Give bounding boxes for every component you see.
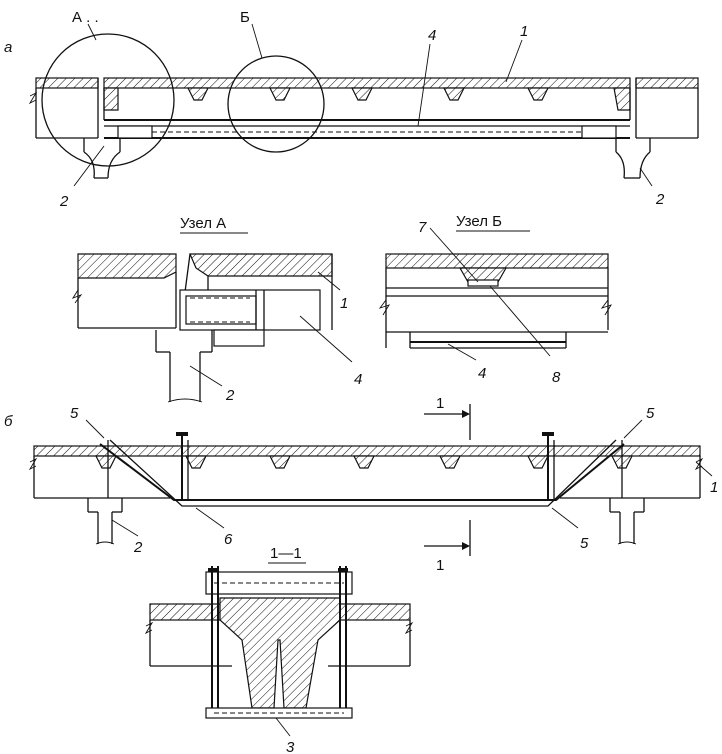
slab-main (103, 77, 631, 89)
column-left-b (87, 498, 123, 545)
node-a-circle (41, 33, 175, 167)
callout-1-a: 1 (520, 23, 528, 40)
callout-4-node-b: 4 (478, 365, 486, 382)
callout-4-node-a: 4 (354, 371, 362, 388)
section-1-1: 1—1 3 (144, 545, 414, 754)
callout-7: 7 (418, 219, 427, 236)
view-a: а (4, 9, 699, 210)
node-b-title: Узел Б (456, 213, 502, 230)
callout-2-a-left: 2 (59, 193, 69, 210)
callout-5-left: 5 (70, 405, 79, 422)
part-b-label: б (4, 413, 13, 430)
node-a-detail: Узел А 1 4 2 (71, 215, 362, 404)
column-right-b (609, 498, 645, 545)
slab-ribs (103, 87, 631, 111)
view-b: б (4, 395, 718, 574)
column-right (615, 138, 651, 179)
section-mark-top: 1 (436, 395, 444, 412)
callout-1-b: 1 (710, 479, 718, 496)
callout-3: 3 (286, 739, 295, 754)
section-title: 1—1 (270, 545, 302, 562)
part-a-label: а (4, 39, 12, 56)
node-a-marker: А . . (72, 9, 99, 26)
node-b-circle (227, 55, 325, 153)
callout-2-a-right: 2 (655, 191, 665, 208)
section-mark-bottom: 1 (436, 557, 444, 574)
slab-right (635, 77, 699, 89)
callout-5-bottom: 5 (580, 535, 589, 552)
callout-4-a: 4 (428, 27, 436, 44)
node-a-title: Узел А (180, 215, 226, 232)
callout-6: 6 (224, 531, 233, 548)
callout-8: 8 (552, 369, 561, 386)
callout-5-right: 5 (646, 405, 655, 422)
callout-1-node-a: 1 (340, 295, 348, 312)
slab-ribs-b (95, 455, 633, 469)
column-left (83, 138, 121, 179)
callout-2-node-a: 2 (225, 387, 235, 404)
node-b-detail: Узел Б 7 8 4 (378, 213, 613, 386)
callout-2-b: 2 (133, 539, 143, 556)
node-b-marker: Б (240, 9, 250, 26)
